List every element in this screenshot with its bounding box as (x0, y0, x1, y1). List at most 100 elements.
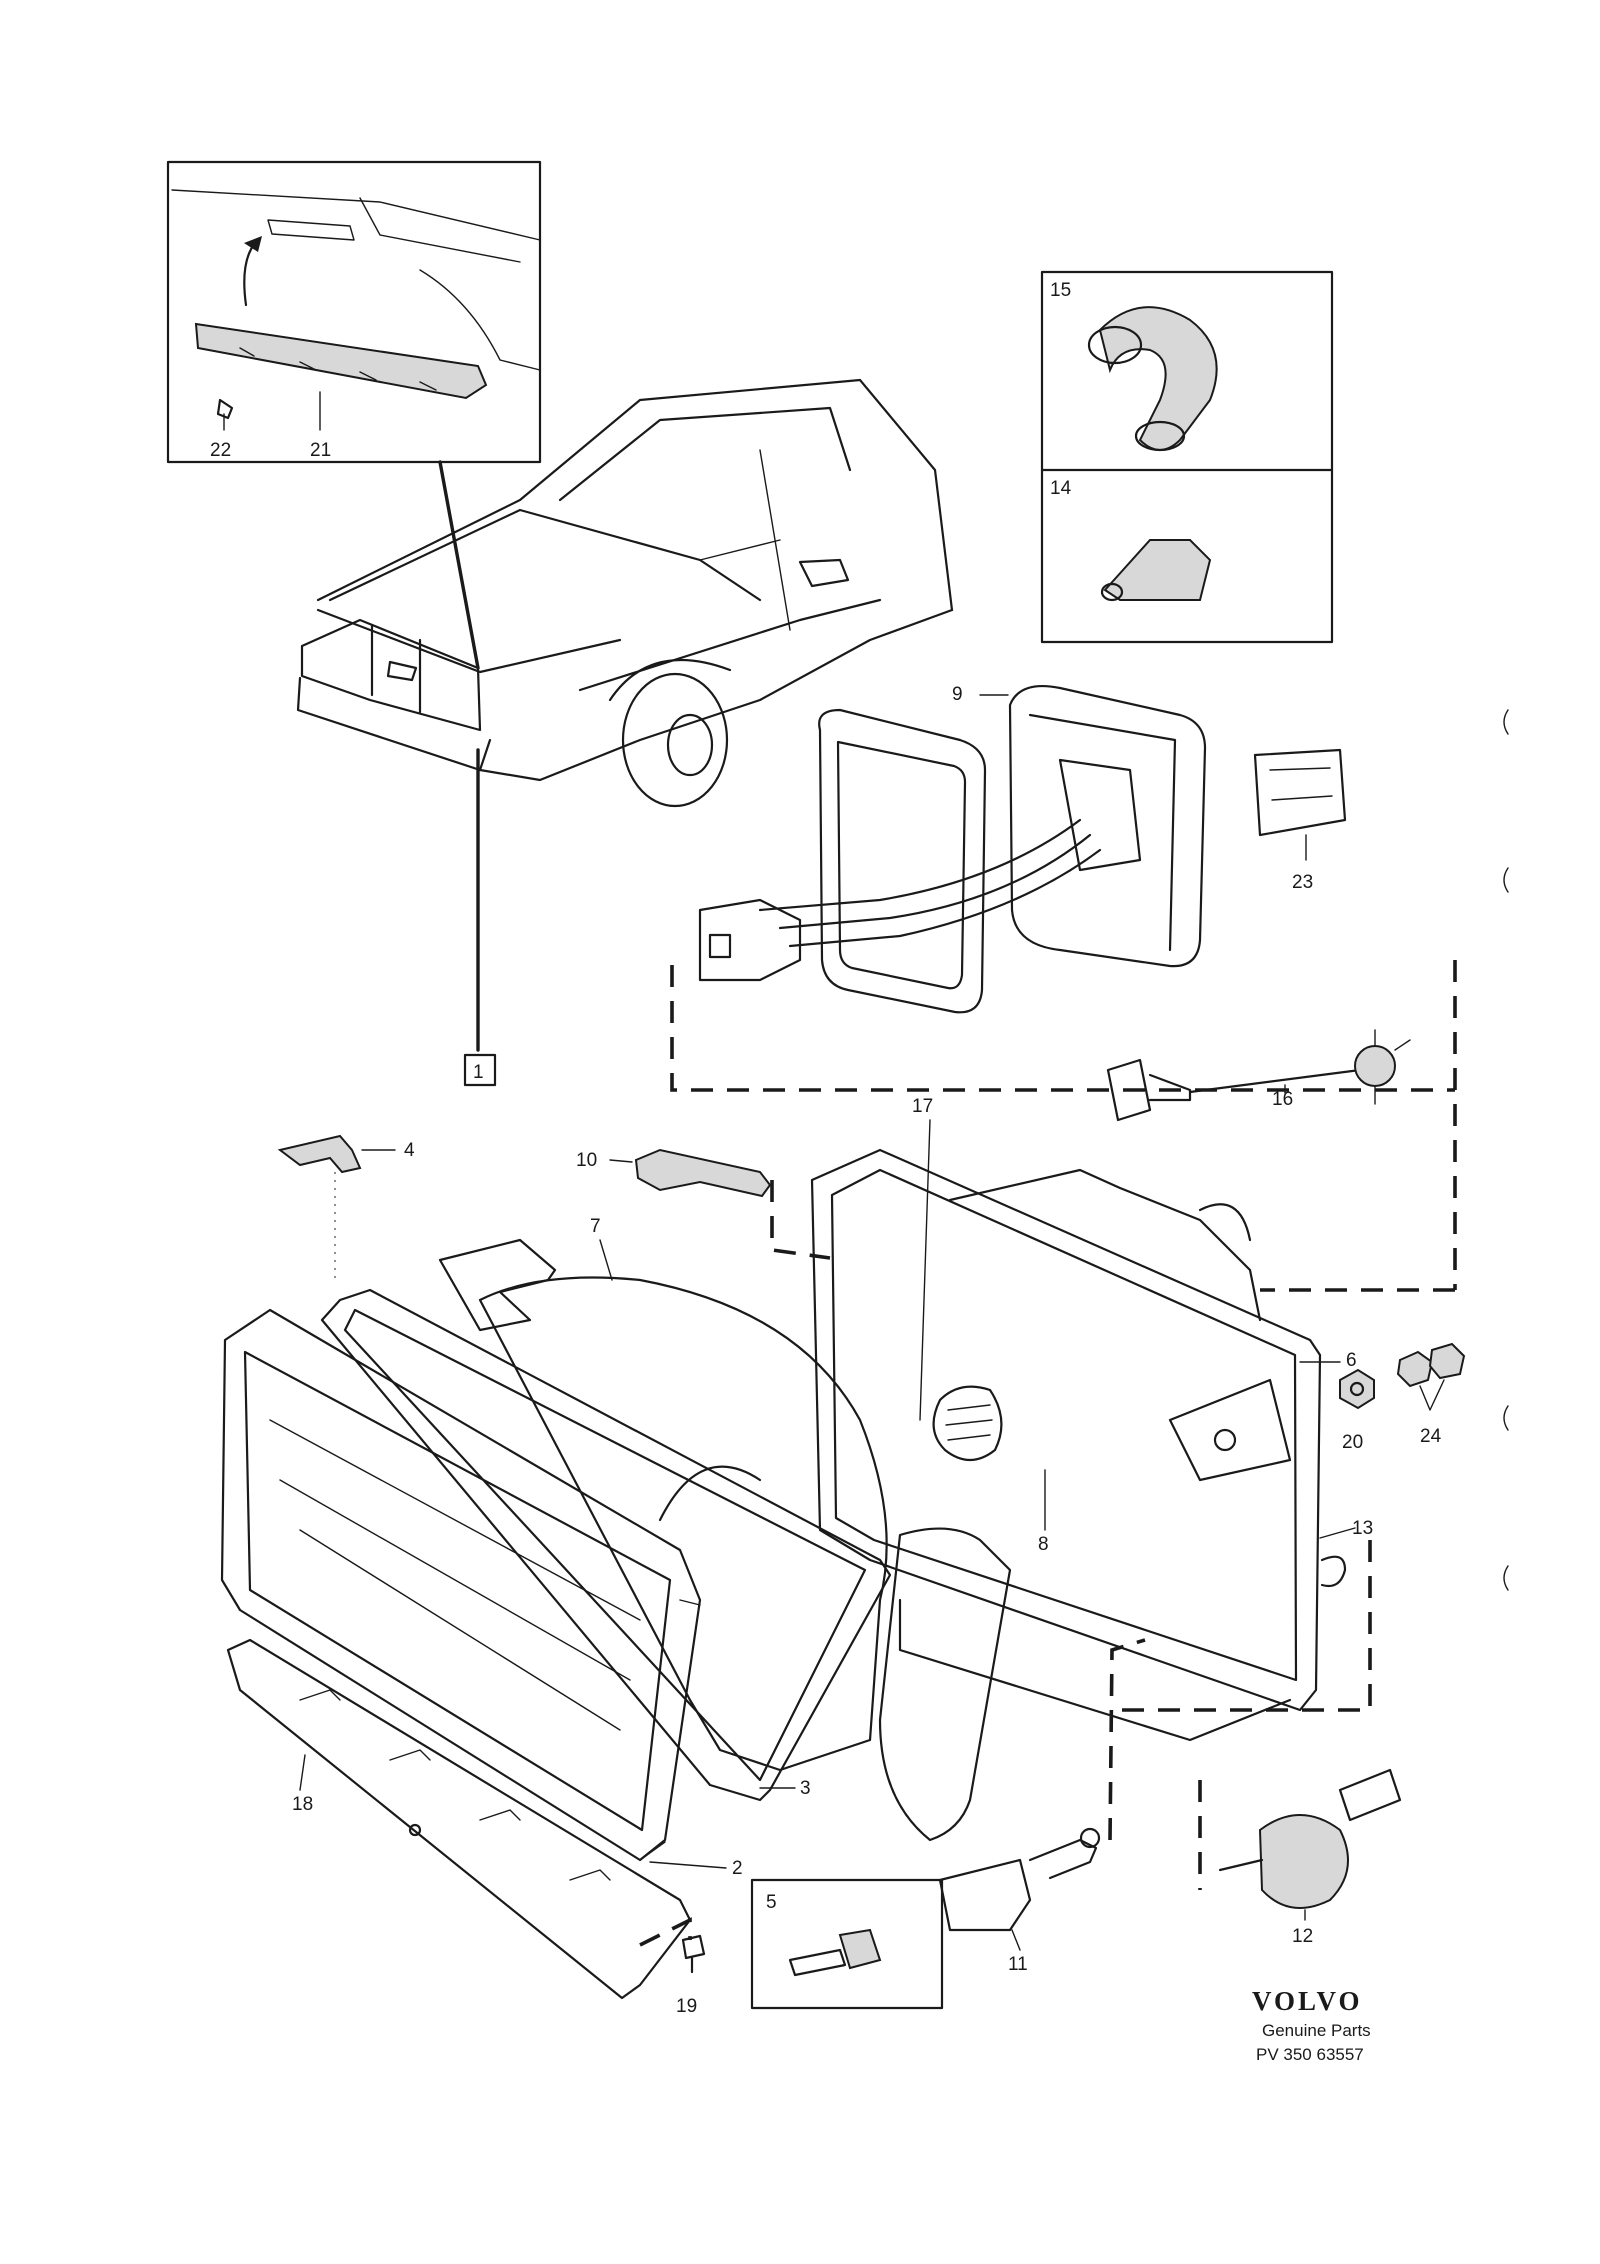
adjuster-11: 11 (878, 1527, 1146, 1975)
callout-8: 8 (1038, 1534, 1049, 1555)
nuts: 20 24 (1339, 1342, 1466, 1453)
bolt-5-head (838, 1928, 882, 1970)
side-sill (478, 608, 954, 782)
side-moulding (578, 598, 882, 692)
callout-6: 6 (1346, 1350, 1357, 1371)
adjuster-dash (1108, 1638, 1146, 1841)
washer-24b (1428, 1342, 1466, 1380)
inset-frame (166, 160, 542, 464)
car-body (296, 378, 954, 808)
washer-24a (1396, 1350, 1434, 1388)
callout-21: 21 (310, 440, 331, 461)
callout-3: 3 (800, 1778, 811, 1799)
reflector-bowl (478, 1276, 888, 1772)
inner-shield (878, 1527, 1012, 1842)
lens-outer (220, 1308, 702, 1862)
harness-wire-a (758, 818, 1082, 912)
callout-7-leader (599, 1239, 613, 1281)
adjuster-12-body (1258, 1814, 1349, 1909)
harness-wire-b (778, 833, 1092, 930)
callout-19: 19 (676, 1996, 697, 2017)
housing-inner-rim (830, 1168, 1298, 1682)
callout-5: 5 (766, 1892, 777, 1913)
gasket-3-outer (320, 1288, 892, 1802)
clip-4-body (277, 1134, 362, 1174)
inset-hood-line (359, 197, 521, 263)
callout-1-box (463, 1053, 497, 1087)
car-roof-outline (316, 378, 954, 612)
nut-20-hole (1349, 1381, 1365, 1397)
callout-13: 13 (1352, 1518, 1373, 1539)
callout-10-leader (609, 1159, 633, 1163)
housing-outer (810, 1148, 1322, 1712)
callout-24-leader (1419, 1379, 1445, 1411)
bulb-16-spikes (1374, 1029, 1411, 1105)
callout-9: 9 (952, 684, 963, 705)
inset-slot (267, 219, 355, 241)
housing-loop (1198, 1203, 1252, 1242)
front-bumper (296, 676, 492, 772)
inset-fender (419, 269, 541, 371)
adjuster-12-gear (1338, 1768, 1402, 1822)
trim-18-hole (408, 1823, 422, 1837)
mount-pin-11 (1028, 1838, 1098, 1880)
mount-plate-11 (938, 1858, 1032, 1932)
part-number: PV 350 63557 (1256, 2045, 1364, 2064)
callout-18-leader (299, 1754, 306, 1791)
bolt-5-box: 5 (750, 1878, 944, 2010)
inset-front-grille: 22 21 (166, 160, 542, 464)
trim-18-tabs (299, 1689, 611, 1881)
harness-connector (698, 898, 802, 982)
callout-14: 14 (1050, 478, 1072, 499)
callout-15: 15 (1050, 280, 1071, 301)
inset-leader (438, 460, 480, 670)
gasket-ring-outer (818, 708, 987, 1014)
trim-18-dash (639, 1917, 692, 1947)
inset-bulb-holders: 15 14 (1040, 270, 1334, 644)
inset-box-frame (1040, 270, 1334, 644)
gasket-3: 3 (320, 1288, 892, 1802)
lens-texture (269, 1419, 641, 1731)
hood-front (328, 508, 762, 602)
callout-7: 7 (590, 1216, 601, 1237)
bulb-16-neck (1148, 1073, 1192, 1102)
gasket-ring-inner (836, 740, 967, 990)
callout-2-leader (649, 1861, 727, 1869)
inset-arrow-arc (243, 241, 257, 307)
brand-block: VOLVO Genuine Parts PV 350 63557 (1252, 1986, 1371, 2064)
inset-arrow-head (244, 236, 262, 252)
boot-opening-lower (1134, 420, 1186, 452)
lens-face (243, 1350, 672, 1832)
boot-opening-upper (1087, 325, 1143, 365)
wire-clip-slots (1269, 767, 1333, 801)
bracket-10-dash (770, 1180, 831, 1260)
reflector-opening (658, 1465, 762, 1522)
harness-wire-c (788, 848, 1102, 948)
grille-headlamp-area (300, 618, 482, 732)
headlamp-lens: 2 (220, 1308, 743, 1879)
spring-8-turns (945, 1404, 993, 1441)
clip-4: 4 (277, 1134, 415, 1280)
socket-tip (1100, 582, 1124, 602)
rear-cover (1008, 684, 1207, 968)
wire-clip (1253, 748, 1347, 837)
bulb-16-plug (1106, 1058, 1152, 1122)
part-13-spring (1320, 1555, 1347, 1588)
bolt-5-frame (750, 1878, 944, 2010)
car-grille-mark (386, 660, 418, 682)
wheel-arch (608, 658, 732, 702)
screw-19: 19 (676, 1934, 706, 2017)
bracket-10: 10 (576, 1148, 831, 1260)
front-wheel (621, 672, 729, 808)
callout-22: 22 (210, 440, 231, 461)
callout-2: 2 (732, 1858, 743, 1879)
bracket-harness (670, 965, 1455, 1092)
spring-8-coil (932, 1385, 1003, 1462)
housing-adjuster-mount (1168, 1378, 1292, 1482)
callout-17-leader (919, 1119, 931, 1421)
callout-20: 20 (1342, 1432, 1363, 1453)
adjuster-12-screw (1218, 1858, 1264, 1872)
lens-edge (639, 1599, 701, 1861)
callout-12: 12 (1292, 1926, 1313, 1947)
nut-20 (1339, 1368, 1375, 1410)
